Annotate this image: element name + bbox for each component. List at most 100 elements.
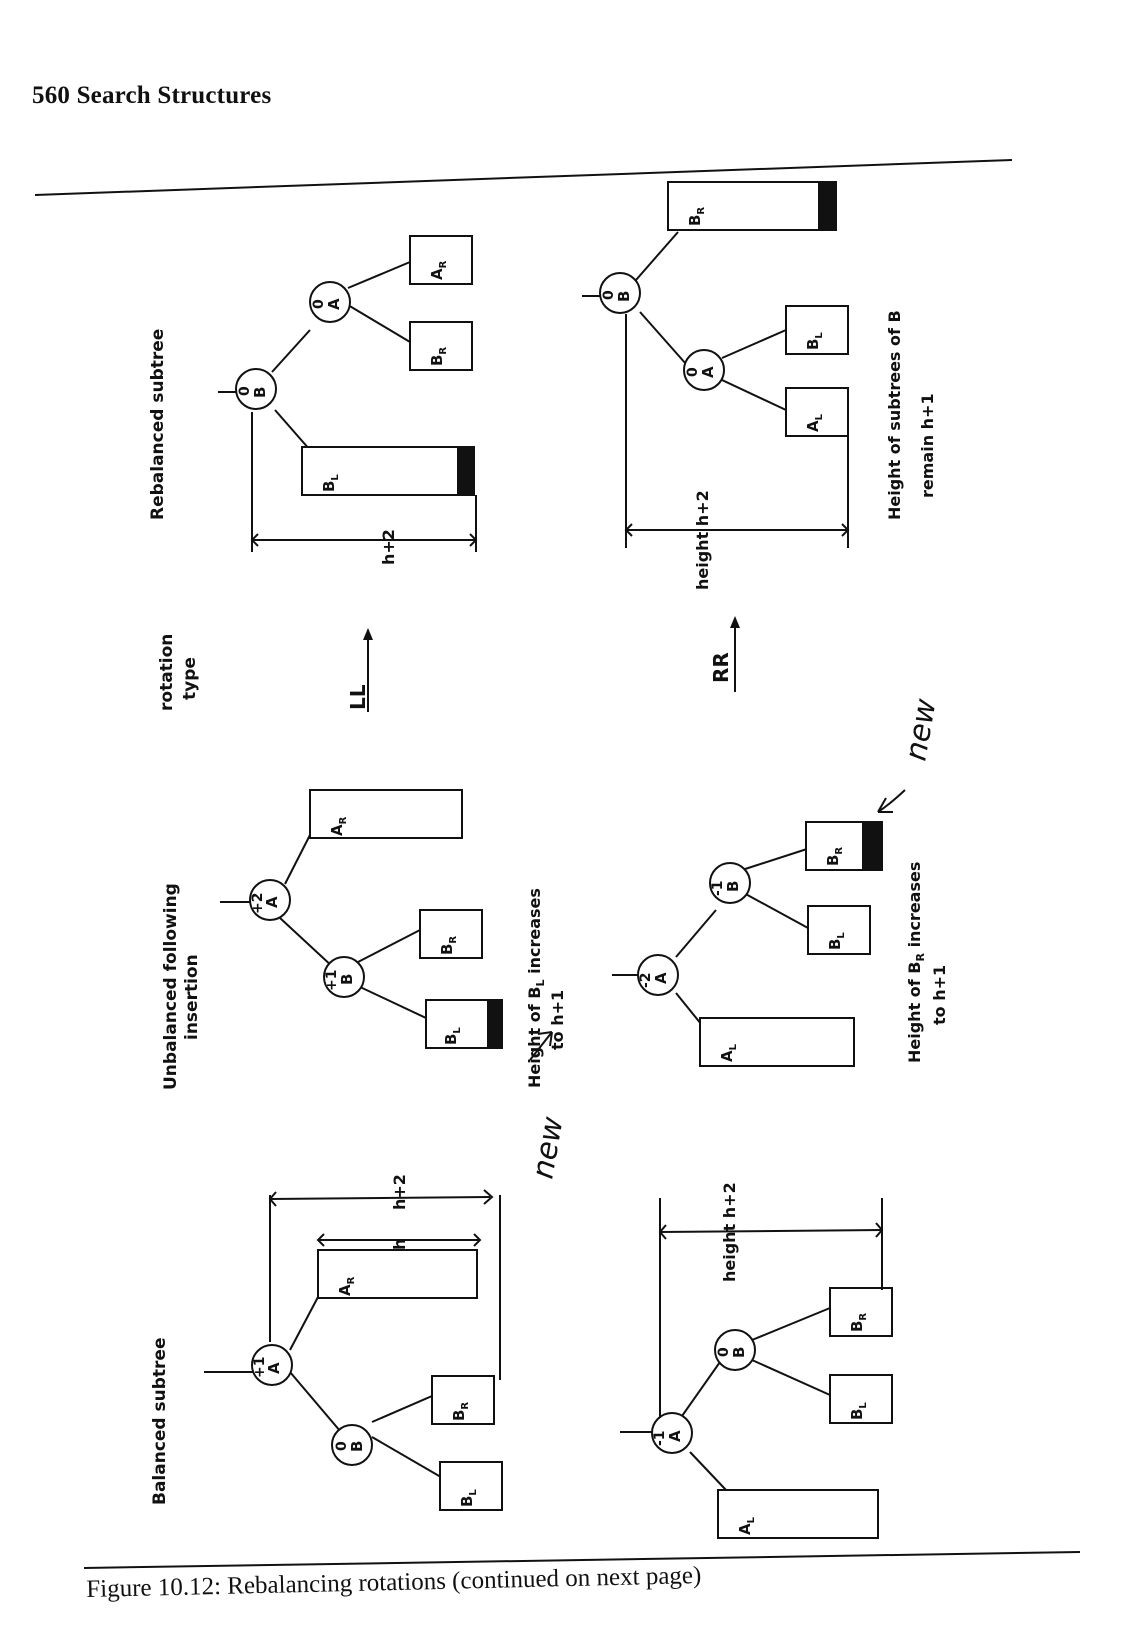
- svg-text:AL: AL: [804, 413, 825, 432]
- subtree-br: [419, 909, 483, 959]
- ll-note-line-1: Height of BL increases: [525, 888, 547, 1088]
- unbalanced-ll-tree: +2 A +1 B AR BR BL Height of BL increase…: [220, 789, 567, 1088]
- col-heading-rebalanced: Rebalanced subtree: [148, 329, 168, 520]
- svg-text:new: new: [898, 696, 943, 764]
- rr-note-line-1: Height of BR increases: [905, 862, 927, 1063]
- balanced-rr-tree: -1 A 0 B BR BL AL: [620, 1287, 893, 1539]
- label-h-plus-2: h+2: [390, 1174, 409, 1210]
- subtree-bl: [439, 1461, 503, 1511]
- node-b: [599, 272, 641, 314]
- rebalanced-note-line-2: remain h+1: [918, 393, 937, 498]
- rebalanced-ll-tree: 0 B 0 A AR BR BL: [218, 235, 475, 496]
- node-a: [651, 1412, 693, 1454]
- subtree-bl: [807, 905, 871, 955]
- node-a: [251, 1344, 293, 1386]
- rebalanced-ll-height-markers: h+2: [250, 412, 478, 565]
- node-b: [323, 956, 365, 998]
- subtree-ar: [317, 1249, 478, 1299]
- svg-text:BR: BR: [824, 847, 845, 866]
- subtree-br-new-level: [862, 822, 882, 870]
- rotation-label-ll: LL: [346, 684, 370, 710]
- svg-text:BL: BL: [442, 1027, 463, 1045]
- svg-text:0: 0: [311, 299, 327, 309]
- svg-text:A: A: [325, 298, 343, 310]
- svg-text:B: B: [615, 291, 633, 302]
- subtree-br: [409, 321, 473, 371]
- page-number: 560: [32, 82, 71, 109]
- label-h-plus-2: h+2: [379, 529, 398, 565]
- label-height-h-plus-2: height h+2: [720, 1182, 739, 1282]
- svg-text:A: A: [652, 972, 670, 984]
- svg-text:0: 0: [685, 367, 701, 377]
- svg-text:BL: BL: [458, 1489, 479, 1507]
- balanced-ll-tree: +1 A 0 B AR BR BL: [204, 1249, 503, 1511]
- col-heading-rotation-2: type: [180, 657, 200, 700]
- svg-text:A: A: [263, 896, 281, 908]
- rotation-rr: RR: [709, 616, 740, 692]
- node-b: [331, 1424, 373, 1466]
- balanced-ll-height-markers: h+2 h: [268, 1174, 501, 1380]
- svg-text:BR: BR: [428, 347, 449, 366]
- subtree-bl-new-level: [457, 447, 474, 495]
- svg-text:AR: AR: [328, 816, 349, 836]
- node-a: [309, 281, 351, 323]
- svg-text:BR: BR: [686, 207, 707, 226]
- svg-text:AR: AR: [428, 260, 449, 280]
- rotation-label-rr: RR: [709, 652, 733, 683]
- node-a: [637, 954, 679, 996]
- subtree-ar: [409, 235, 473, 285]
- node-a: [683, 349, 725, 391]
- rebalanced-rr-height-markers: height h+2 Height of subtrees of B remai…: [624, 310, 937, 590]
- unbalanced-rr-tree: -2 A -1 B BR BL AL Height of BR increase…: [612, 821, 949, 1067]
- svg-text:-2: -2: [638, 972, 654, 988]
- subtree-al: [785, 387, 849, 437]
- svg-text:A: A: [666, 1430, 684, 1442]
- node-b: [235, 368, 277, 410]
- svg-text:AL: AL: [718, 1043, 739, 1062]
- rotation-ll: LL: [346, 628, 373, 712]
- ll-note-line-2: to h+1: [548, 990, 567, 1050]
- subtree-br: [431, 1375, 495, 1425]
- svg-text:A: A: [699, 366, 717, 378]
- node-b: [709, 862, 751, 904]
- subtree-ar: [309, 789, 463, 839]
- rebalanced-rr-tree: 0 B 0 A BR BL AL: [582, 181, 849, 437]
- subtree-al: [717, 1489, 879, 1539]
- subtree-bl-new-level: [487, 1000, 502, 1048]
- node-a-bf: +1: [252, 1357, 268, 1378]
- svg-text:B: B: [730, 1347, 748, 1358]
- svg-text:BR: BR: [438, 936, 459, 955]
- svg-text:new: new: [525, 1114, 570, 1182]
- figure-caption-label: Figure 10.12:: [86, 1572, 222, 1603]
- svg-text:B: B: [251, 387, 269, 398]
- svg-text:B: B: [338, 974, 356, 985]
- handwritten-annotation-2: new: [877, 696, 944, 813]
- col-heading-unbalanced-2: insertion: [182, 954, 202, 1040]
- subtree-bl: [785, 305, 849, 355]
- svg-text:BL: BL: [826, 932, 847, 950]
- top-rule: [34, 159, 1013, 196]
- subtree-al: [699, 1017, 855, 1067]
- node-b: [714, 1329, 756, 1371]
- svg-text:0: 0: [601, 290, 617, 300]
- svg-text:-1: -1: [652, 1430, 668, 1446]
- subtree-bl: [829, 1374, 893, 1424]
- svg-text:BR: BR: [848, 1313, 869, 1332]
- svg-text:0: 0: [716, 1347, 732, 1357]
- col-heading-rotation-1: rotation: [157, 634, 177, 711]
- subtree-br-new-level: [818, 182, 836, 230]
- node-b-label: B: [348, 1441, 366, 1452]
- svg-text:BL: BL: [804, 332, 825, 350]
- svg-text:+2: +2: [250, 893, 266, 914]
- svg-text:BR: BR: [450, 1402, 471, 1421]
- svg-text:BL: BL: [848, 1402, 869, 1420]
- label-h: h: [390, 1239, 409, 1250]
- subtree-bl: [301, 446, 475, 496]
- col-heading-balanced: Balanced subtree: [150, 1338, 170, 1506]
- svg-text:0: 0: [237, 386, 253, 396]
- rebalanced-note-line-1: Height of subtrees of B: [885, 310, 904, 520]
- node-a-label: A: [265, 1362, 283, 1374]
- rr-note-line-2: to h+1: [930, 965, 949, 1025]
